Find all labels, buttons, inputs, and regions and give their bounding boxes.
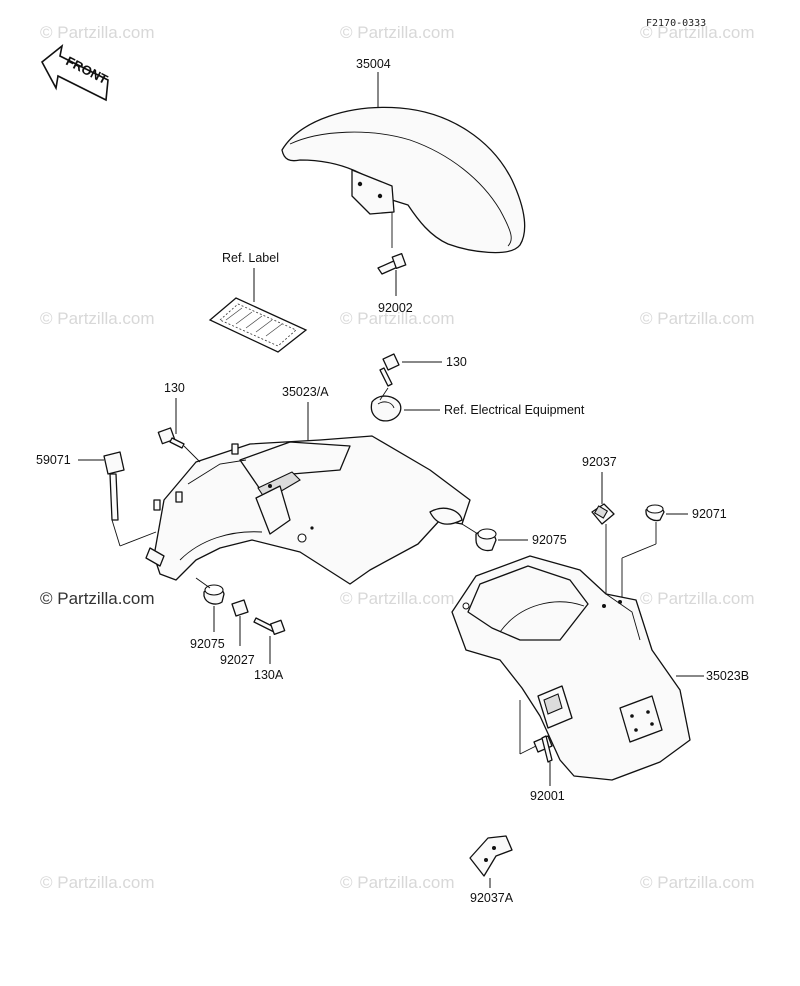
nut-92037: 92037 <box>582 455 617 596</box>
watermark-layer: © Partzilla.com © Partzilla.com © Partzi… <box>40 23 755 892</box>
callout-35023a: 35023/A <box>282 385 329 399</box>
front-fender-bolt: 92002 <box>377 253 413 315</box>
callout-92037a: 92037A <box>470 891 514 905</box>
wire-clamp: Ref. Electrical Equipment <box>370 387 585 422</box>
rear-fender-b: 35023B <box>451 555 749 781</box>
grommet-92071: 92071 <box>621 504 727 598</box>
callout-92002: 92002 <box>378 301 413 315</box>
callout-130-left: 130 <box>164 381 185 395</box>
bolt-130-left: 130 <box>157 381 201 463</box>
callout-92075-right: 92075 <box>532 533 567 547</box>
callout-92027: 92027 <box>220 653 255 667</box>
front-fender: 35004 <box>281 57 526 254</box>
bracket-92037a: 92037A <box>469 835 514 905</box>
callout-35023b: 35023B <box>706 669 749 683</box>
callout-ref-label: Ref. Label <box>222 251 279 265</box>
callout-35004: 35004 <box>356 57 391 71</box>
watermark: © Partzilla.com <box>640 23 755 42</box>
diagram-code: F2170-0333 <box>646 18 706 29</box>
callout-92001: 92001 <box>530 789 565 803</box>
rear-fender-a-fasteners: 92075 92027 130A <box>190 577 286 682</box>
watermark: © Partzilla.com <box>640 589 755 608</box>
callout-92037: 92037 <box>582 455 617 469</box>
bolt-92001: 92001 <box>519 700 565 803</box>
watermark: © Partzilla.com <box>340 309 455 328</box>
watermark: © Partzilla.com <box>640 309 755 328</box>
rear-fender-a: 35023/A <box>145 385 471 585</box>
watermark: © Partzilla.com <box>340 589 455 608</box>
watermark-dark: © Partzilla.com <box>40 589 155 608</box>
reference-label-sticker: Ref. Label <box>208 251 308 353</box>
callout-130-top: 130 <box>446 355 467 369</box>
callout-59071: 59071 <box>36 453 71 467</box>
watermark: © Partzilla.com <box>640 873 755 892</box>
watermark: © Partzilla.com <box>40 873 155 892</box>
watermark: © Partzilla.com <box>40 309 155 328</box>
watermark: © Partzilla.com <box>340 23 455 42</box>
bolt-130-top: 130 <box>379 353 467 387</box>
callout-92075-left: 92075 <box>190 637 225 651</box>
front-arrow-icon: FRONT <box>40 44 110 102</box>
watermark: © Partzilla.com <box>40 23 155 42</box>
damper-right: 92075 <box>461 523 567 552</box>
callout-92071: 92071 <box>692 507 727 521</box>
watermark: © Partzilla.com <box>340 873 455 892</box>
rod-59071: 59071 <box>36 451 157 547</box>
callout-ref-electrical: Ref. Electrical Equipment <box>444 403 585 417</box>
callout-130a: 130A <box>254 668 284 682</box>
